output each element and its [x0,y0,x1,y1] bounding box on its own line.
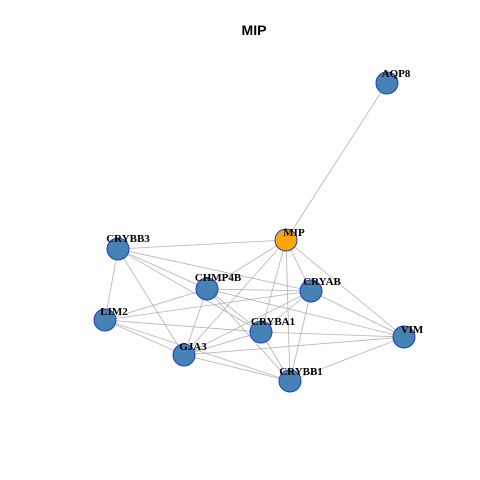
node-label-mip: MIP [283,227,305,239]
edge-cryab-crybb1 [289,290,312,382]
diagram-title: MIP [242,22,267,38]
edge-lim2-gja3 [104,319,185,356]
edge-crybb3-gja3 [117,248,185,356]
node-label-gja3: GJA3 [179,341,207,353]
node-cryba1 [249,320,273,344]
node-chmp4b [195,277,219,301]
node-crybb1 [278,369,302,393]
node-label-crybb1: CRYBB1 [279,366,323,378]
edge-layer [104,82,405,382]
edge-cryab-lim2 [104,290,312,321]
edge-cryba1-gja3 [183,331,262,356]
node-label-lim2: LIM2 [100,306,128,318]
edge-cryab-vim [310,290,405,338]
node-label-aqp8: AQP8 [382,68,411,80]
edge-crybb3-cryab [117,248,312,292]
edge-chmp4b-gja3 [183,288,208,356]
edge-chmp4b-lim2 [104,288,208,321]
node-layer [93,71,416,393]
node-label-vim: VIM [401,324,424,336]
edge-gja3-crybb1 [183,354,291,382]
node-gja3 [172,343,196,367]
node-vim [392,325,416,349]
node-mip [274,228,298,252]
node-label-cryba1: CRYBA1 [251,316,295,328]
edge-gja3-vim [183,336,405,356]
node-label-chmp4b: CHMP4B [195,272,242,284]
node-aqp8 [375,71,399,95]
edge-mip-crybb3 [117,239,287,250]
edge-aqp8-mip [285,82,388,241]
node-cryab [299,279,323,303]
edge-lim2-cryba1 [104,319,262,333]
edge-crybb3-chmp4b [117,248,208,290]
edge-mip-crybb1 [285,239,291,382]
node-crybb3 [106,237,130,261]
node-lim2 [93,308,117,332]
edge-chmp4b-cryba1 [206,288,262,333]
edge-cryba1-vim [260,331,405,338]
edge-cryab-gja3 [183,290,312,356]
edge-mip-cryba1 [260,239,287,333]
node-label-cryab: CRYAB [303,276,341,288]
node-label-crybb3: CRYBB3 [106,233,150,245]
edge-crybb3-cryba1 [117,248,262,333]
edge-mip-chmp4b [206,239,287,290]
edge-mip-vim [285,239,405,338]
edge-chmp4b-crybb1 [206,288,291,382]
edge-chmp4b-cryab [206,288,312,292]
edge-mip-gja3 [183,239,287,356]
edge-crybb1-vim [289,336,405,382]
edge-lim2-crybb1 [104,319,291,382]
edge-crybb3-lim2 [104,248,119,321]
